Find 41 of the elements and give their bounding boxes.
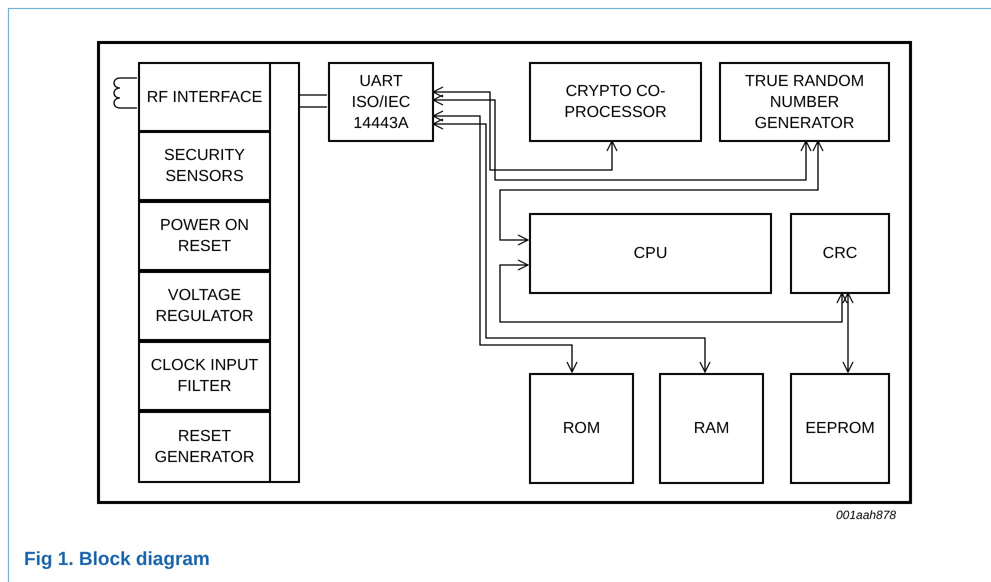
bus-connector xyxy=(299,94,327,96)
block-label: RAM xyxy=(694,419,730,439)
bus-connector xyxy=(432,94,812,181)
function-block xyxy=(138,62,271,132)
function-block xyxy=(138,131,271,201)
block-label: CRYPTO CO-PROCESSOR xyxy=(563,82,668,123)
function-block xyxy=(659,373,764,484)
block-label: RF INTERFACE xyxy=(146,88,262,108)
function-block xyxy=(529,213,772,294)
interface-bus-bar xyxy=(269,62,300,483)
function-block xyxy=(719,62,890,142)
function-block xyxy=(138,411,271,483)
function-block xyxy=(328,62,434,142)
bus-connector xyxy=(842,292,854,373)
function-block xyxy=(529,373,634,484)
block-label: ROM xyxy=(562,419,600,439)
function-block xyxy=(138,271,271,341)
block-label: CPU xyxy=(634,244,668,264)
function-block xyxy=(529,62,702,142)
block-label: RESET GENERATOR xyxy=(154,427,256,468)
block-label: UART ISO/IEC 14443A xyxy=(350,72,412,134)
figure-caption: Fig 1. Block diagram xyxy=(24,549,210,571)
block-label: TRUE RANDOM NUMBER GENERATOR xyxy=(744,72,866,134)
block-label: SECURITY SENSORS xyxy=(163,146,246,187)
block-label: POWER ON RESET xyxy=(159,216,250,257)
function-block xyxy=(790,213,890,294)
block-label: CRC xyxy=(822,244,858,264)
bus-connector xyxy=(499,259,848,323)
function-block xyxy=(138,341,271,411)
chip-outline xyxy=(97,41,912,504)
bus-connector xyxy=(432,86,618,171)
bus-connector xyxy=(432,118,711,373)
bus-connector xyxy=(432,110,578,373)
function-block xyxy=(138,201,271,271)
block-label: EEPROM xyxy=(805,419,875,439)
block-label: CLOCK INPUT FILTER xyxy=(150,356,260,397)
function-block xyxy=(790,373,890,484)
figure-code: 001aah878 xyxy=(836,508,896,522)
bus-connector xyxy=(299,106,327,108)
bus-connector xyxy=(499,140,824,246)
block-label: VOLTAGE REGULATOR xyxy=(154,286,255,327)
